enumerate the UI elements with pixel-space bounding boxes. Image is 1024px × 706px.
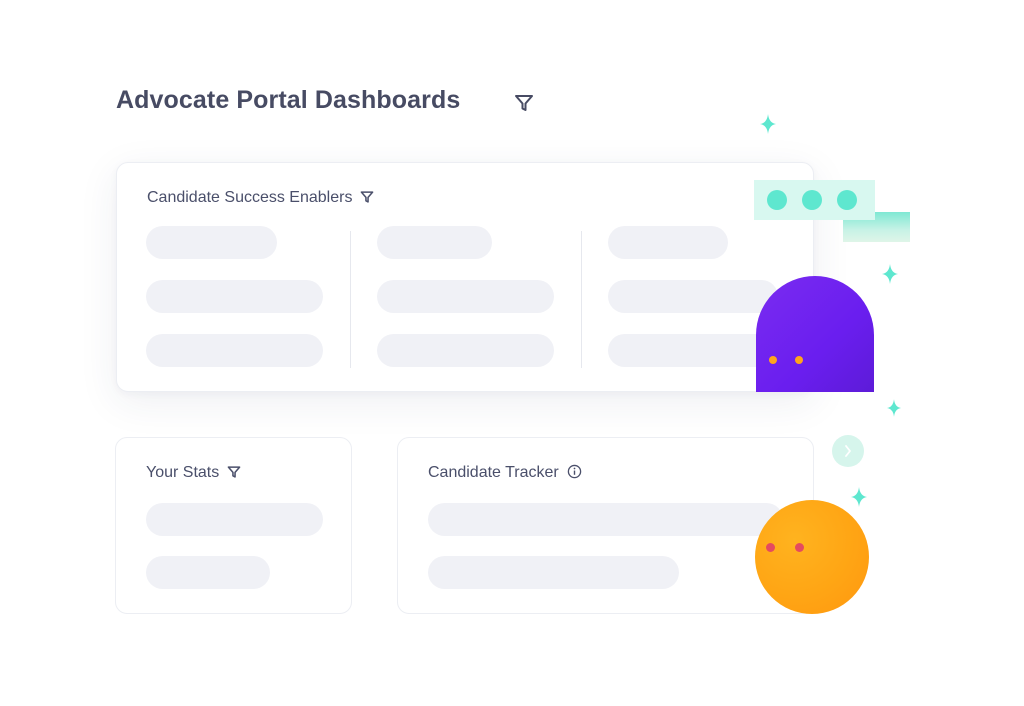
next-button[interactable] [832, 435, 864, 467]
placeholder-bar [608, 226, 728, 259]
placeholder-bar [377, 334, 554, 367]
filter-icon[interactable] [227, 465, 241, 479]
placeholder-bar [428, 556, 679, 589]
placeholder-bar [146, 503, 323, 536]
placeholder-bar [428, 503, 783, 536]
placeholder-bar [146, 226, 277, 259]
your-stats-card: Your Stats [115, 437, 352, 614]
character-eye [769, 356, 777, 364]
column-divider [350, 231, 351, 368]
chevron-right-icon [843, 443, 853, 459]
placeholder-bar [146, 556, 270, 589]
card-title-success-enablers: Candidate Success Enablers [147, 189, 353, 206]
decorative-dot [767, 190, 787, 210]
sparkle-icon [887, 399, 901, 422]
placeholder-bar [608, 280, 778, 313]
purple-character-illustration [756, 276, 874, 392]
page-title: Advocate Portal Dashboards [116, 86, 461, 114]
placeholder-bar [377, 280, 554, 313]
placeholder-bar [146, 280, 323, 313]
sparkle-icon [760, 114, 776, 139]
sparkle-icon [882, 264, 898, 289]
card-title-your-stats: Your Stats [146, 464, 220, 481]
decorative-dot [802, 190, 822, 210]
candidate-tracker-card: Candidate Tracker [397, 437, 814, 614]
sparkle-icon [851, 487, 867, 512]
filter-icon[interactable] [360, 190, 374, 204]
decorative-dot [837, 190, 857, 210]
character-eye [795, 356, 803, 364]
filter-icon[interactable] [514, 93, 534, 113]
placeholder-bar [608, 334, 778, 367]
placeholder-bar [377, 226, 492, 259]
candidate-success-enablers-card: Candidate Success Enablers [116, 162, 814, 392]
card-title-candidate-tracker: Candidate Tracker [428, 464, 559, 481]
character-eye [766, 543, 775, 552]
placeholder-bar [146, 334, 323, 367]
decorative-dots-panel [754, 180, 875, 220]
column-divider [581, 231, 582, 368]
character-eye [795, 543, 804, 552]
orange-character-illustration [755, 500, 869, 614]
info-icon[interactable] [567, 464, 582, 479]
